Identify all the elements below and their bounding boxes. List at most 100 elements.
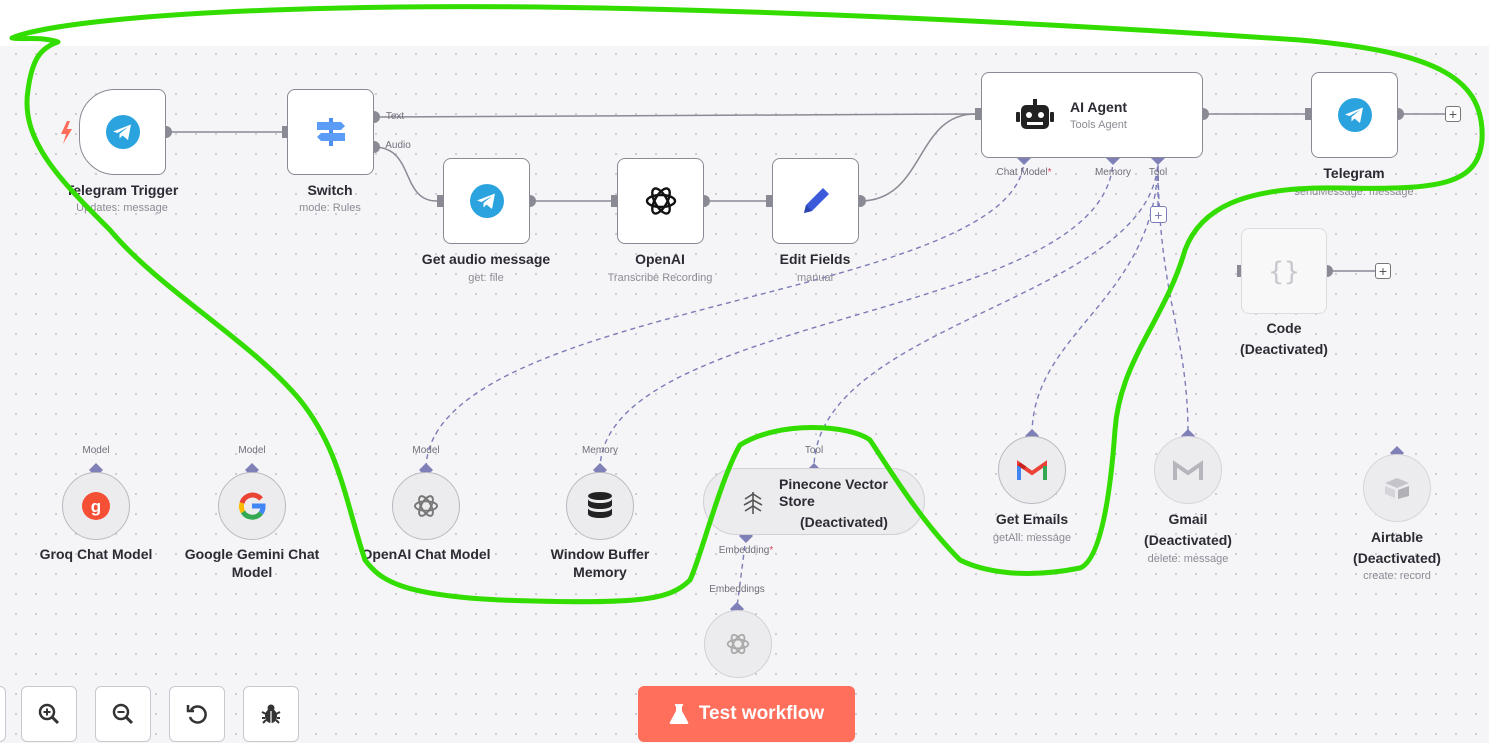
node-switch[interactable]	[287, 89, 374, 175]
node-subtitle: delete: message	[1147, 553, 1229, 565]
node-title-status: (Deactivated)	[1144, 532, 1232, 548]
openai-icon	[645, 187, 676, 215]
node-title: Groq Chat Model	[39, 546, 153, 562]
node-subtitle: sendMessage: message	[1294, 186, 1414, 198]
add-node-after-telegram-button[interactable]: +	[1445, 106, 1461, 122]
switch-output-audio-label: Audio	[385, 140, 411, 151]
node-title: Airtable	[1370, 529, 1424, 545]
port-label: Chat Model	[996, 167, 1048, 178]
zoom-out-button[interactable]	[95, 686, 151, 742]
ai-agent-port-tool: Tool	[1148, 167, 1168, 178]
node-title-status: (Deactivated)	[800, 514, 888, 530]
groq-port-label: Model	[82, 445, 110, 456]
node-subtitle: mode: Rules	[299, 202, 361, 214]
node-title: Edit Fields	[779, 251, 851, 267]
node-ai-agent[interactable]: AI Agent Tools Agent	[981, 72, 1203, 158]
pinecone-port-tool-label: Tool	[804, 445, 824, 456]
code-braces-icon: {}	[1268, 257, 1299, 287]
gmail-icon	[1017, 460, 1047, 480]
node-title-status: (Deactivated)	[1353, 550, 1441, 566]
node-subtitle: Transcribe Recording	[607, 272, 713, 284]
node-pinecone-vector-store[interactable]: Pinecone Vector Store (Deactivated)	[703, 468, 925, 535]
node-subtitle: getAll: message	[992, 532, 1072, 544]
node-title: Code	[1266, 320, 1302, 336]
node-subtitle: create: record	[1363, 570, 1431, 582]
node-title-line2: Memory	[573, 564, 627, 580]
reset-icon	[186, 705, 207, 724]
connection-switch-text-agent	[373, 113, 976, 118]
node-window-buffer-memory[interactable]	[566, 472, 634, 540]
openai-icon	[726, 633, 750, 655]
node-title-line2: Store	[779, 493, 815, 509]
node-embeddings-openai[interactable]	[704, 610, 772, 678]
connection-editfields-agent	[859, 113, 976, 202]
telegram-icon	[105, 115, 140, 149]
pencil-icon	[803, 188, 829, 213]
zoom-in-button[interactable]	[21, 686, 77, 742]
node-get-emails[interactable]	[998, 436, 1066, 504]
node-title: Get audio message	[421, 251, 551, 267]
debug-button[interactable]	[243, 686, 299, 742]
node-telegram-trigger[interactable]	[79, 89, 166, 175]
node-subtitle: get: file	[468, 272, 504, 284]
node-openai[interactable]	[617, 158, 704, 244]
node-telegram[interactable]	[1311, 72, 1398, 158]
node-title: Get Emails	[995, 511, 1069, 527]
svg-text:g: g	[91, 497, 101, 516]
node-title: Telegram	[1323, 165, 1385, 181]
node-title-line2: Model	[231, 564, 273, 580]
gmail-icon	[1173, 460, 1203, 480]
subconnection-tool-getemails	[1031, 157, 1159, 436]
node-openai-chat-model[interactable]	[392, 472, 460, 540]
robot-icon	[1016, 99, 1054, 129]
gemini-port-label: Model	[238, 445, 266, 456]
openai-icon	[414, 495, 438, 517]
node-title: OpenAI	[635, 251, 685, 267]
node-subtitle: manual	[796, 272, 834, 284]
connection-switch-audio-getaudio	[373, 146, 438, 202]
database-icon	[588, 492, 612, 518]
airtable-icon	[1385, 478, 1409, 499]
node-groq-chat-model[interactable]: g	[62, 472, 130, 540]
memory-port-label: Memory	[581, 445, 619, 456]
node-title: Pinecone Vector	[779, 476, 888, 492]
fit-view-button[interactable]	[0, 686, 6, 742]
node-get-audio-message[interactable]	[443, 158, 530, 244]
add-tool-button[interactable]: +	[1150, 206, 1167, 223]
ai-agent-port-chat-model: Chat Model*	[996, 167, 1051, 178]
node-title-status: (Deactivated)	[1240, 341, 1328, 357]
node-title: Gmail	[1168, 511, 1208, 527]
required-marker: *	[769, 545, 774, 556]
flask-icon	[669, 704, 689, 724]
node-title: OpenAI Chat Model	[361, 546, 491, 562]
node-gmail-deactivated[interactable]	[1154, 436, 1222, 504]
pinecone-icon	[743, 492, 763, 514]
port-label: Embedding	[718, 545, 770, 556]
switch-output-text-label: Text	[385, 111, 405, 122]
node-subtitle: Tools Agent	[1070, 119, 1127, 131]
test-workflow-button[interactable]: Test workflow	[638, 686, 855, 742]
reset-zoom-button[interactable]	[169, 686, 225, 742]
add-node-after-code-button[interactable]: +	[1375, 263, 1391, 279]
node-subtitle: Updates: message	[76, 202, 168, 214]
node-title: AI Agent	[1070, 99, 1128, 115]
openai-chat-port-label: Model	[412, 445, 440, 456]
required-marker: *	[1047, 167, 1052, 178]
zoom-out-icon	[112, 703, 134, 725]
groq-icon: g	[82, 492, 110, 520]
telegram-icon	[469, 184, 504, 218]
test-workflow-label: Test workflow	[698, 703, 825, 724]
node-google-gemini-chat-model[interactable]	[218, 472, 286, 540]
pinecone-port-embedding: Embedding*	[719, 545, 774, 556]
node-edit-fields[interactable]	[772, 158, 859, 244]
switch-icon	[316, 118, 345, 146]
ai-agent-port-memory: Memory	[1094, 167, 1132, 178]
node-code[interactable]: {}	[1241, 228, 1327, 314]
svg-text:{}: {}	[1268, 257, 1299, 287]
node-title: Telegram Trigger	[65, 182, 179, 198]
trigger-bolt-icon	[61, 121, 72, 144]
zoom-in-icon	[38, 703, 60, 725]
node-title: Switch	[307, 182, 353, 198]
node-airtable-deactivated[interactable]	[1363, 454, 1431, 522]
subconnection-tool-gmail	[1157, 157, 1189, 436]
